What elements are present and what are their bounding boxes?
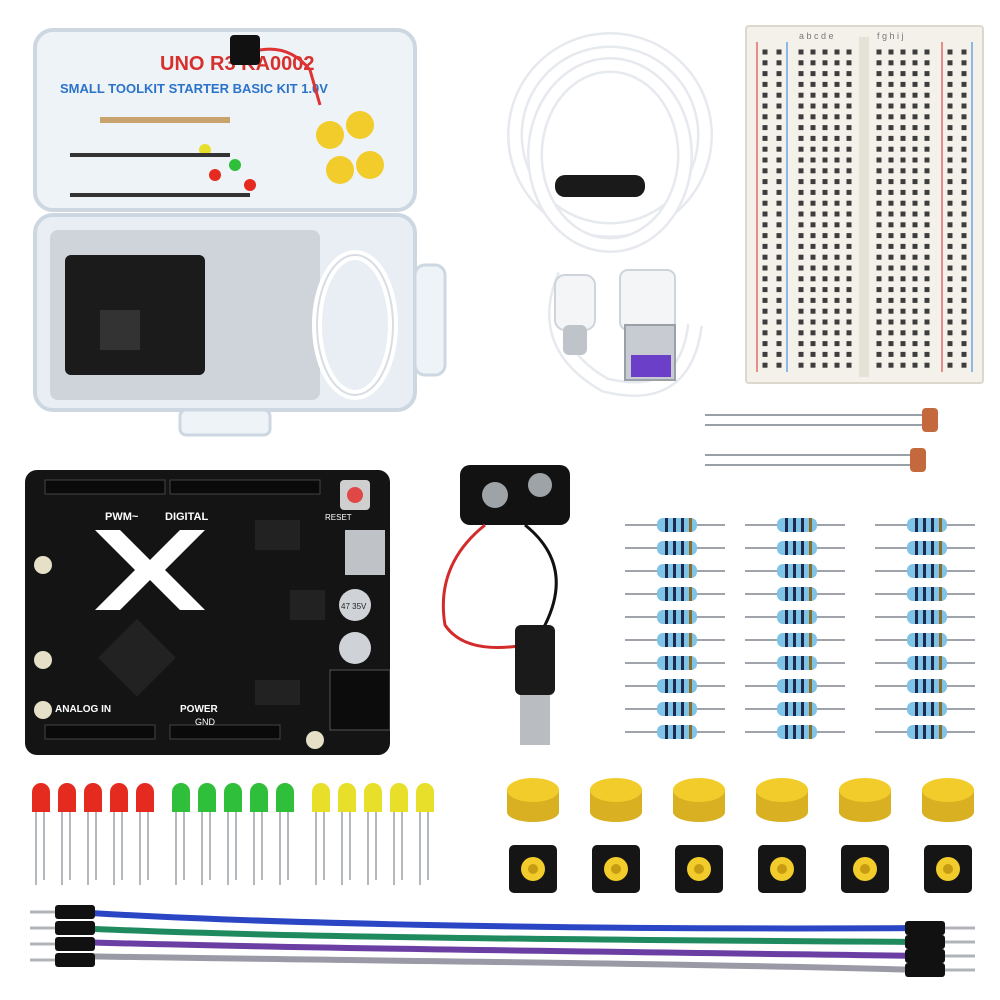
resistor — [625, 587, 725, 601]
label-reset: RESET — [325, 513, 352, 522]
label-digital: DIGITAL — [165, 511, 208, 523]
push-button — [924, 845, 972, 893]
button-cap — [590, 778, 642, 822]
capacitor-label: 47 35V — [341, 602, 367, 611]
push-button — [509, 845, 557, 893]
breadboard: a b c d e f g h i j — [745, 25, 984, 384]
box-label-line2: SMALL TOOLKIT STARTER BASIC KIT 1.0V — [60, 81, 328, 96]
resistor — [875, 633, 975, 647]
led-set — [32, 783, 434, 885]
led — [32, 783, 50, 885]
kit-storage-box: UNO R3 KA0002 SMALL TOOLKIT STARTER BASI… — [33, 28, 447, 437]
push-button-set — [507, 778, 974, 893]
led — [58, 783, 76, 885]
button-cap — [839, 778, 891, 822]
led — [390, 783, 408, 885]
led — [110, 783, 128, 885]
resistor — [745, 610, 845, 624]
button-cap — [673, 778, 725, 822]
resistor — [875, 587, 975, 601]
led — [364, 783, 382, 885]
resistor — [875, 656, 975, 670]
resistor — [745, 564, 845, 578]
push-button — [592, 845, 640, 893]
led — [198, 783, 216, 885]
resistor — [625, 564, 725, 578]
resistor — [745, 541, 845, 555]
breadboard-cols-right: f g h i j — [877, 31, 904, 41]
resistor — [745, 679, 845, 693]
led — [338, 783, 356, 885]
resistor — [875, 518, 975, 532]
usb-a-plug — [619, 269, 676, 381]
arduino-board: 47 35V DIGITAL PWM~ ANALOG IN POWER GND … — [25, 470, 391, 755]
breadboard-cols-left: a b c d e — [799, 31, 834, 41]
resistor-set — [625, 518, 975, 739]
resistor — [625, 541, 725, 555]
battery-snap-connector — [441, 465, 570, 745]
resistor — [745, 725, 845, 739]
resistor — [875, 679, 975, 693]
board-logo — [95, 530, 205, 610]
resistor — [875, 541, 975, 555]
resistor — [625, 633, 725, 647]
resistor — [625, 518, 725, 532]
jumper-wires — [30, 905, 975, 977]
led — [136, 783, 154, 885]
resistor — [625, 725, 725, 739]
resistor — [745, 656, 845, 670]
button-cap — [507, 778, 559, 822]
led — [416, 783, 434, 885]
breadboard-holes — [762, 49, 967, 368]
resistor — [875, 564, 975, 578]
led — [172, 783, 190, 885]
push-button — [675, 845, 723, 893]
label-analog: ANALOG IN — [55, 704, 111, 715]
push-button — [758, 845, 806, 893]
label-power: POWER — [180, 704, 219, 715]
led — [224, 783, 242, 885]
photoresistor-2 — [705, 448, 926, 472]
resistor — [745, 702, 845, 716]
resistor — [625, 702, 725, 716]
resistor — [625, 679, 725, 693]
push-button — [841, 845, 889, 893]
resistor — [875, 725, 975, 739]
resistor — [875, 610, 975, 624]
resistor — [745, 518, 845, 532]
led — [276, 783, 294, 885]
resistor — [875, 702, 975, 716]
photoresistors — [705, 408, 938, 472]
resistor — [625, 610, 725, 624]
label-gnd: GND — [195, 717, 216, 727]
photoresistor-1 — [705, 408, 938, 432]
led — [250, 783, 268, 885]
resistor — [625, 656, 725, 670]
button-cap — [756, 778, 808, 822]
usb-c-plug — [554, 274, 596, 355]
label-pwm: PWM~ — [105, 511, 139, 523]
usb-cable — [507, 32, 713, 397]
button-cap — [922, 778, 974, 822]
led — [84, 783, 102, 885]
led — [312, 783, 330, 885]
resistor — [745, 587, 845, 601]
resistor — [745, 633, 845, 647]
